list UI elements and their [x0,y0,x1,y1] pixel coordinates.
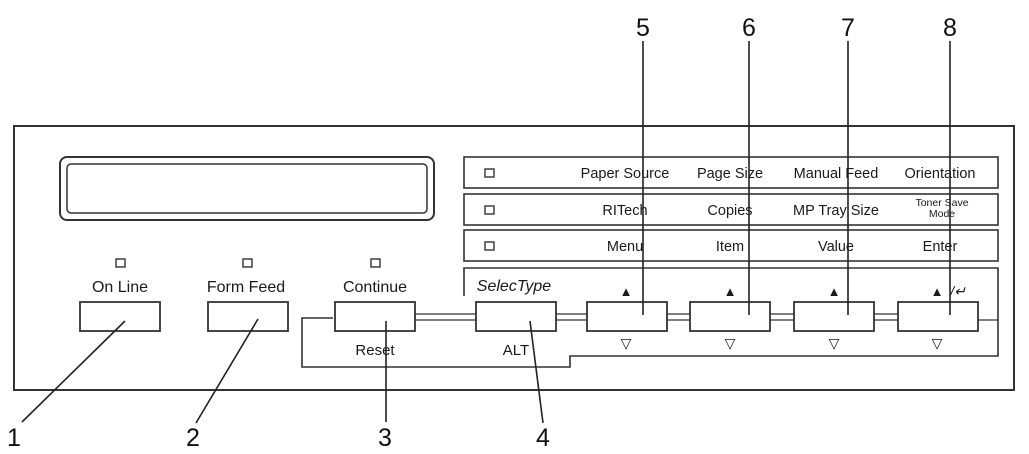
callout-number-3: 3 [378,424,392,452]
continue-label: Continue [343,279,407,296]
callout-leader-lines [21,41,951,424]
callout-number-6: 6 [742,14,756,42]
callout-number-4: 4 [536,424,550,452]
label-toner-save: Toner Save [915,197,968,209]
form-feed-button[interactable] [207,301,289,332]
on-line-button[interactable] [79,301,161,332]
keypad-group-outline [301,267,999,368]
label-page-size: Page Size [697,166,763,182]
value-up-arrow-icon: ▲ [828,284,841,299]
value-button[interactable] [793,301,875,332]
item-button[interactable] [689,301,771,332]
lcd-display-inner [66,163,428,214]
row-1-indicator-light [484,168,495,178]
row-2-frame [463,193,999,226]
callout-number-8: 8 [943,14,957,42]
selectype-label: SelecType [477,278,552,295]
enter-down-arrow-icon: ▽ [932,335,943,351]
enter-return-icon: /↵ [949,283,966,299]
label-orientation: Orientation [905,166,976,182]
selectype-alt-button[interactable] [475,301,557,332]
label-mp-tray-size: MP Tray Size [793,203,879,219]
on-line-indicator-light [115,258,126,268]
enter-up-arrow-icon: ▲ [931,284,944,299]
menu-down-arrow-icon: ▽ [621,335,632,351]
label-paper-source: Paper Source [581,166,670,182]
label-copies: Copies [707,203,752,219]
menu-button[interactable] [586,301,668,332]
item-down-arrow-icon: ▽ [725,335,736,351]
menu-up-arrow-icon: ▲ [620,284,633,299]
continue-indicator-light [370,258,381,268]
callout-number-7: 7 [841,14,855,42]
on-line-label: On Line [92,279,148,296]
row-3-frame [463,229,999,262]
label-enter: Enter [923,239,958,255]
label-toner-save-mode: Mode [929,208,955,220]
row-3-indicator-light [484,241,495,251]
alt-label: ALT [503,342,529,359]
label-item: Item [716,239,744,255]
label-value: Value [818,239,854,255]
control-panel-frame [13,125,1015,391]
label-ritech: RITech [602,203,647,219]
callout-number-5: 5 [636,14,650,42]
item-up-arrow-icon: ▲ [724,284,737,299]
value-down-arrow-icon: ▽ [829,335,840,351]
form-feed-label: Form Feed [207,279,285,296]
row-1-frame [463,156,999,189]
label-menu: Menu [607,239,643,255]
reset-label: Reset [355,342,395,359]
button-connectors [415,313,998,321]
callout-number-1: 1 [7,424,21,452]
lcd-display-outer [59,156,435,221]
label-manual-feed: Manual Feed [794,166,879,182]
enter-button[interactable] [897,301,979,332]
continue-button[interactable] [334,301,416,332]
callout-number-2: 2 [186,424,200,452]
form-feed-indicator-light [242,258,253,268]
row-2-indicator-light [484,205,495,215]
